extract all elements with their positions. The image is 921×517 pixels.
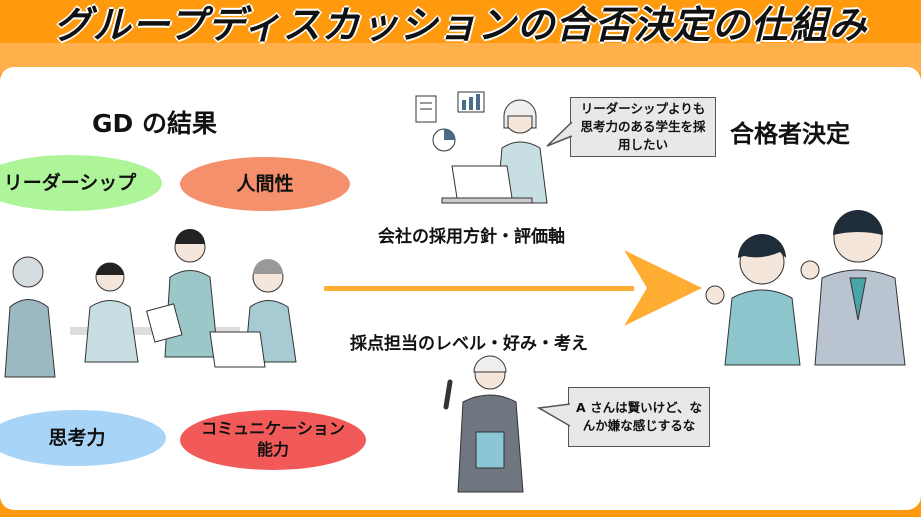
group-discussion-illustration bbox=[4, 229, 297, 378]
grader-speech-bubble: A さんは賢いけど、なんか嫌な感じするな bbox=[568, 387, 710, 447]
grader-factors-label: 採点担当のレベル・好み・考え bbox=[350, 334, 588, 354]
company-policy-label: 会社の採用方針・評価軸 bbox=[378, 227, 565, 247]
trait-thinking: 思考力 bbox=[0, 410, 166, 466]
trait-communication: コミュニケーション能力 bbox=[180, 410, 366, 470]
page-title: グループディスカッションの合否決定の仕組み bbox=[53, 3, 868, 47]
company-speech-bubble: リーダーシップよりも思考力のある学生を採用したい bbox=[570, 97, 716, 157]
speech-tail bbox=[546, 121, 573, 147]
result-heading: 合格者決定 bbox=[730, 120, 850, 148]
trait-humanity: 人間性 bbox=[180, 157, 350, 211]
flow-arrow bbox=[324, 250, 702, 326]
grader-illustration bbox=[443, 355, 524, 493]
speech-tail bbox=[537, 403, 571, 427]
gd-result-heading: GD の結果 bbox=[92, 109, 217, 138]
company-speech-text: リーダーシップよりも思考力のある学生を採用したい bbox=[580, 100, 706, 153]
hiring-manager-illustration bbox=[415, 91, 548, 204]
successful-candidates-illustration bbox=[705, 210, 906, 366]
trait-leadership: リーダーシップ bbox=[0, 155, 162, 211]
grader-speech-text: A さんは賢いけど、なんか嫌な感じするな bbox=[576, 399, 702, 433]
